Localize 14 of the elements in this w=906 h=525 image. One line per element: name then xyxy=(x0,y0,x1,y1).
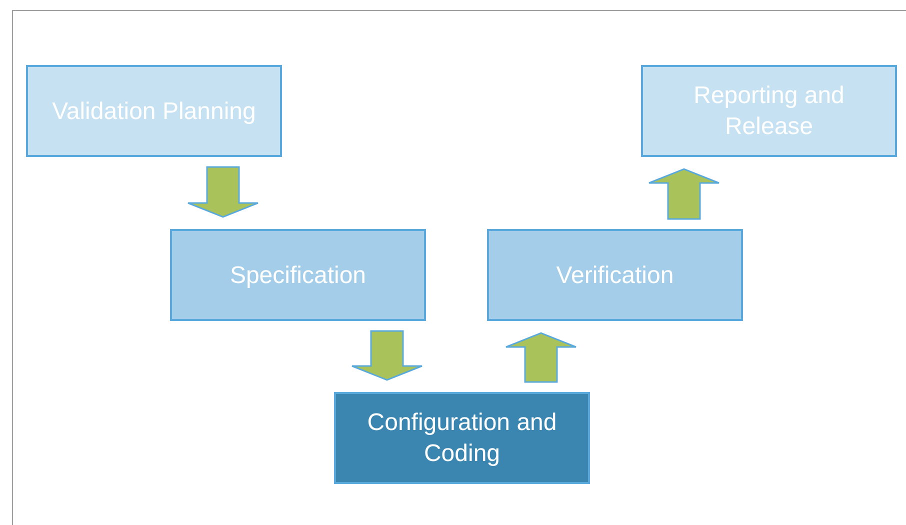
process-box xyxy=(487,229,743,321)
box-label: Verification xyxy=(556,260,674,290)
block-arrow xyxy=(351,330,423,381)
box-label: Specification xyxy=(230,260,366,290)
process-box xyxy=(170,229,426,321)
block-arrow xyxy=(505,332,577,383)
box-label: Reporting and Release xyxy=(692,81,846,142)
process-box xyxy=(641,65,897,157)
block-arrow xyxy=(648,168,720,220)
block-arrow xyxy=(187,166,259,218)
process-box xyxy=(334,392,590,484)
process-box xyxy=(26,65,282,157)
box-label: Configuration and Coding xyxy=(366,408,558,469)
box-label: Validation Planning xyxy=(52,96,256,126)
